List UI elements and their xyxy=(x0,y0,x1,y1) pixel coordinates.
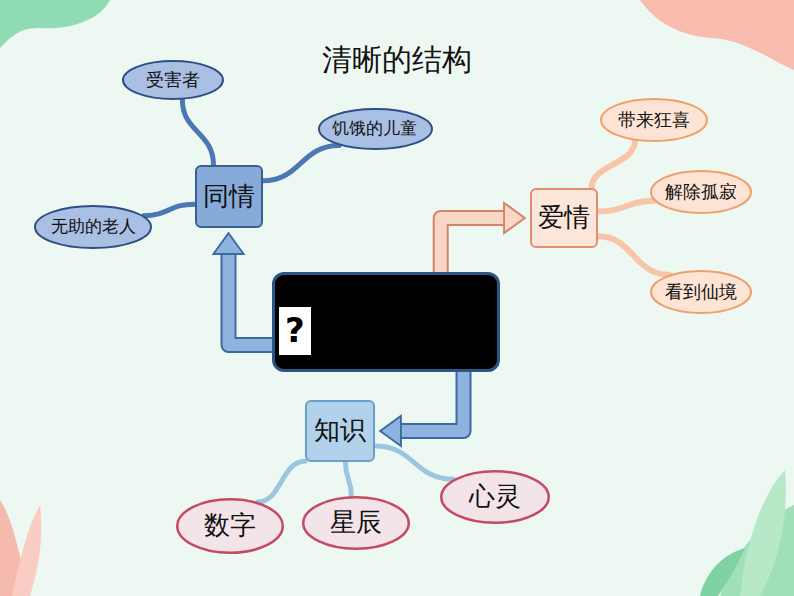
branch-line xyxy=(258,461,305,502)
leaf-ellipse: 数字 xyxy=(176,498,284,554)
branch-path xyxy=(182,100,213,165)
topic-box: 知识 xyxy=(305,400,375,462)
topic-box: 爱情 xyxy=(530,188,598,248)
branch-line xyxy=(144,204,195,215)
node-label: 解除孤寂 xyxy=(665,182,737,203)
topic-box: 同情 xyxy=(195,165,263,228)
branch-path xyxy=(598,201,654,212)
leaf-ellipse: 看到仙境 xyxy=(650,270,752,314)
ellipse-shape xyxy=(123,61,223,99)
node-label: 知识 xyxy=(314,416,366,446)
leaf-ellipse: 心灵 xyxy=(440,470,550,524)
leaf xyxy=(700,548,745,596)
branch-path xyxy=(592,141,636,188)
node-label: 受害者 xyxy=(146,70,200,91)
leaf-ellipse: 饥饿的儿童 xyxy=(318,108,433,150)
ellipse-shape xyxy=(303,497,409,549)
arrow-outline xyxy=(400,372,464,431)
leaf-ellipse: 受害者 xyxy=(122,60,224,100)
node-label: 饥饿的儿童 xyxy=(332,119,417,139)
branch-path xyxy=(598,236,669,274)
corner-blob xyxy=(0,0,110,48)
branch-line xyxy=(345,462,351,496)
branch-path xyxy=(144,204,195,215)
block-arrow xyxy=(229,253,273,345)
leaf-ellipse: 星辰 xyxy=(302,496,410,550)
block-arrow xyxy=(400,372,464,431)
node-label: 同情 xyxy=(203,182,255,212)
arrow-outline xyxy=(229,253,273,345)
node-label: 带来狂喜 xyxy=(618,110,690,131)
question-mark: ? xyxy=(279,307,311,354)
block-arrow xyxy=(441,218,505,272)
ellipse-shape xyxy=(177,499,283,553)
branch-line xyxy=(598,201,654,212)
ellipse-shape xyxy=(319,109,432,149)
node-label: 星辰 xyxy=(330,508,382,538)
title: 清晰的结构 xyxy=(0,40,794,81)
corner-blob xyxy=(640,0,794,70)
ellipse-shape xyxy=(35,206,151,248)
ellipse-shape xyxy=(651,171,751,213)
node-label: 数字 xyxy=(204,511,256,541)
branch-path xyxy=(263,145,340,180)
node-label: 无助的老人 xyxy=(51,217,136,237)
leaf-ellipse: 无助的老人 xyxy=(34,205,152,249)
branch-line xyxy=(598,236,669,274)
branch-path xyxy=(345,462,351,496)
branch-line xyxy=(375,446,453,479)
arrow-body xyxy=(229,253,273,345)
arrow-body xyxy=(400,372,464,431)
node-label: 爱情 xyxy=(538,203,590,233)
branch-line xyxy=(592,141,636,188)
branch-line xyxy=(263,145,340,180)
center-box: ? xyxy=(272,272,500,372)
ellipse-shape xyxy=(441,471,549,523)
ellipse-shape xyxy=(601,99,707,141)
leaf xyxy=(12,505,41,596)
node-label: 心灵 xyxy=(469,482,521,512)
node-label: 看到仙境 xyxy=(665,282,737,303)
leaf-ellipse: 解除孤寂 xyxy=(650,170,752,214)
leaf-ellipse: 带来狂喜 xyxy=(600,98,708,142)
branch-path xyxy=(258,461,305,502)
arrow-outline xyxy=(441,218,505,272)
leaf xyxy=(740,470,786,596)
ellipse-shape xyxy=(651,271,751,313)
branch-line xyxy=(182,100,213,165)
arrow-body xyxy=(441,218,505,272)
branch-path xyxy=(375,446,453,479)
